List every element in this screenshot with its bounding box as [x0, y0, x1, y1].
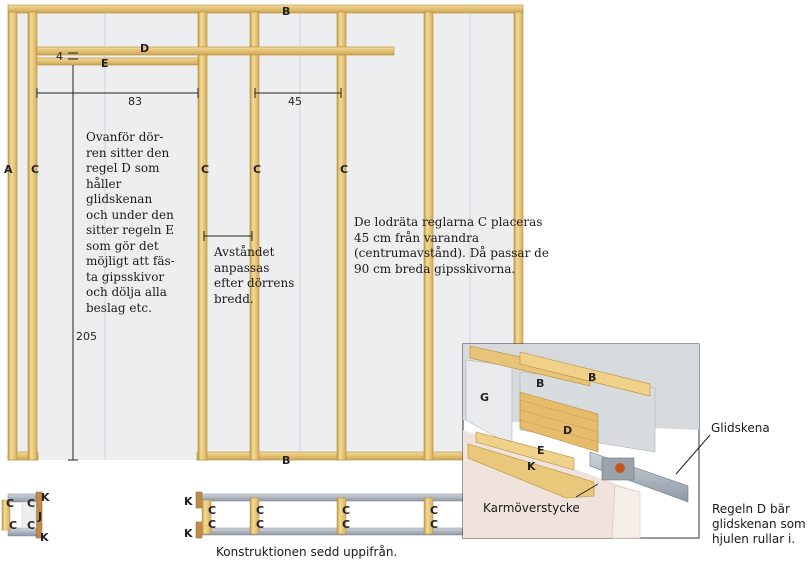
detail-label-d: D	[563, 424, 573, 437]
top-plate-b	[7, 4, 524, 14]
tv-label-c-6: C	[208, 518, 217, 531]
tv-label-c-8: C	[256, 518, 265, 531]
detail-inset	[462, 343, 700, 539]
tv-label-k-1: K	[41, 491, 50, 504]
detail-label-b-2: B	[588, 371, 597, 384]
tv-label-c-10: C	[342, 518, 351, 531]
tv-label-c-2: C	[27, 497, 36, 510]
glidskena-label: Glidskena	[711, 421, 770, 435]
top-view-left	[1, 491, 43, 539]
stud-c-5	[423, 11, 434, 461]
label-c-4: C	[340, 163, 349, 176]
tv-label-c-3: C	[9, 519, 18, 532]
detail-karm-label: Karmöverstycke	[483, 501, 580, 515]
tv-label-c-12: C	[430, 518, 439, 531]
top-view-caption: Konstruktionen sedd uppifrån.	[216, 545, 398, 559]
tv-label-c-7: C	[256, 504, 265, 517]
stud-a	[7, 11, 18, 461]
detail-label-b-1: B	[536, 377, 545, 390]
label-e: E	[101, 57, 109, 70]
header-d	[36, 46, 395, 56]
dim-205: 205	[76, 330, 97, 343]
dim-4: 4	[56, 50, 63, 63]
stud-c-1	[27, 11, 38, 461]
detail-label-k: K	[527, 460, 536, 473]
tv-label-k-3: K	[184, 495, 193, 508]
tv-label-c-5: C	[208, 504, 217, 517]
regel-d-note: Regeln D bär glidskenan som hjulen rulla…	[712, 502, 806, 546]
gypsum-board	[14, 12, 522, 460]
label-b-bottom: B	[282, 454, 291, 467]
tv-label-c-9: C	[342, 504, 351, 517]
detail-label-g: G	[480, 391, 490, 404]
label-d: D	[140, 42, 150, 55]
dim-83: 83	[128, 95, 142, 108]
label-b-top: B	[282, 5, 291, 18]
tv-label-c-4: C	[27, 519, 36, 532]
detail-label-e: E	[537, 444, 545, 457]
label-c-1: C	[31, 163, 40, 176]
tv-label-k-2: K	[40, 531, 49, 544]
label-c-3: C	[253, 163, 262, 176]
tv-label-k-4: K	[184, 527, 193, 540]
header-e	[36, 57, 199, 66]
dim-45: 45	[288, 95, 302, 108]
tv-label-c-1: C	[6, 497, 15, 510]
top-view-right	[195, 491, 466, 539]
tv-label-c-11: C	[430, 504, 439, 517]
label-c-2: C	[201, 163, 210, 176]
stud-c-4	[336, 11, 347, 461]
label-a: A	[4, 163, 13, 176]
dimension-lines	[36, 52, 342, 461]
tv-label-j: J	[38, 510, 43, 523]
